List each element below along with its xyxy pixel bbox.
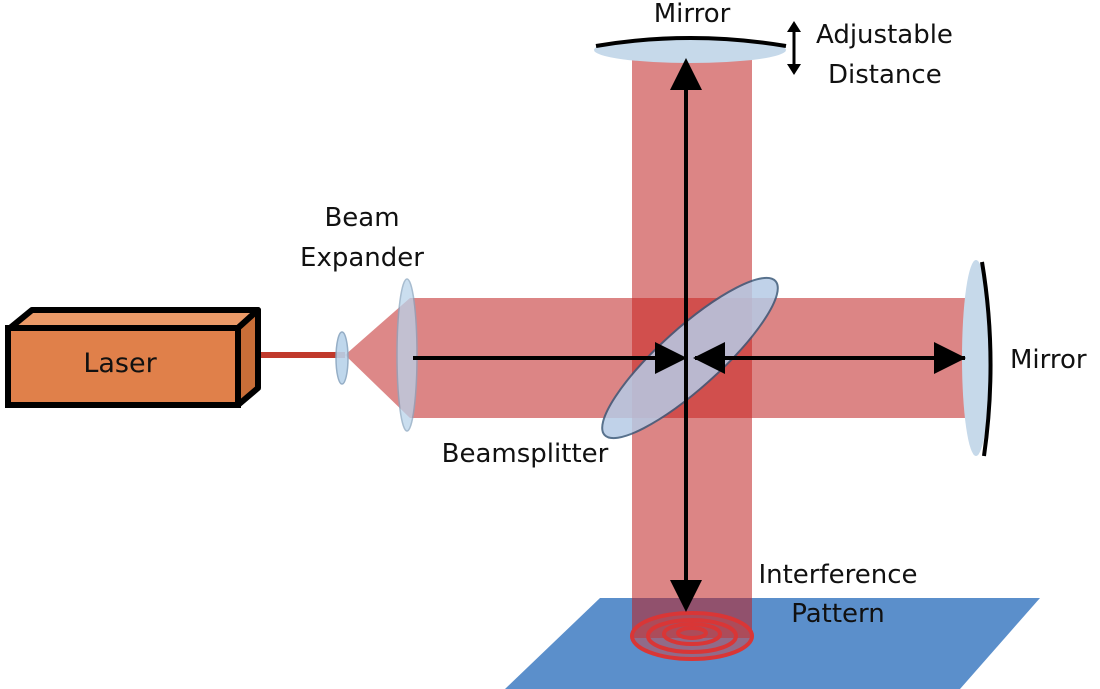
beam-expander-label-line2: Expander xyxy=(300,243,424,273)
mirror-top-label: Mirror xyxy=(654,0,731,29)
beam-expander-label-line1: Beam xyxy=(324,203,399,233)
right-mirror xyxy=(962,260,993,457)
large-lens xyxy=(396,278,418,432)
screen-plane xyxy=(505,598,1040,689)
expansion-cone xyxy=(345,298,410,418)
adjustable-label-line1: Adjustable xyxy=(816,20,953,50)
mirror-right-label: Mirror xyxy=(1010,345,1087,375)
laser-label: Laser xyxy=(83,348,157,379)
adjustable-distance-arrow xyxy=(787,21,801,75)
interference-label-line2: Pattern xyxy=(791,599,885,629)
beamsplitter-label: Beamsplitter xyxy=(442,439,609,469)
beamsplitter-plate xyxy=(601,276,779,440)
small-lens xyxy=(335,331,349,385)
adjustable-label-line2: Distance xyxy=(828,60,942,90)
interference-label-line1: Interference xyxy=(758,560,917,590)
beam-path-arrows xyxy=(413,58,966,612)
laser-box xyxy=(5,307,261,408)
interference-rings xyxy=(630,611,754,661)
top-mirror xyxy=(594,36,787,63)
